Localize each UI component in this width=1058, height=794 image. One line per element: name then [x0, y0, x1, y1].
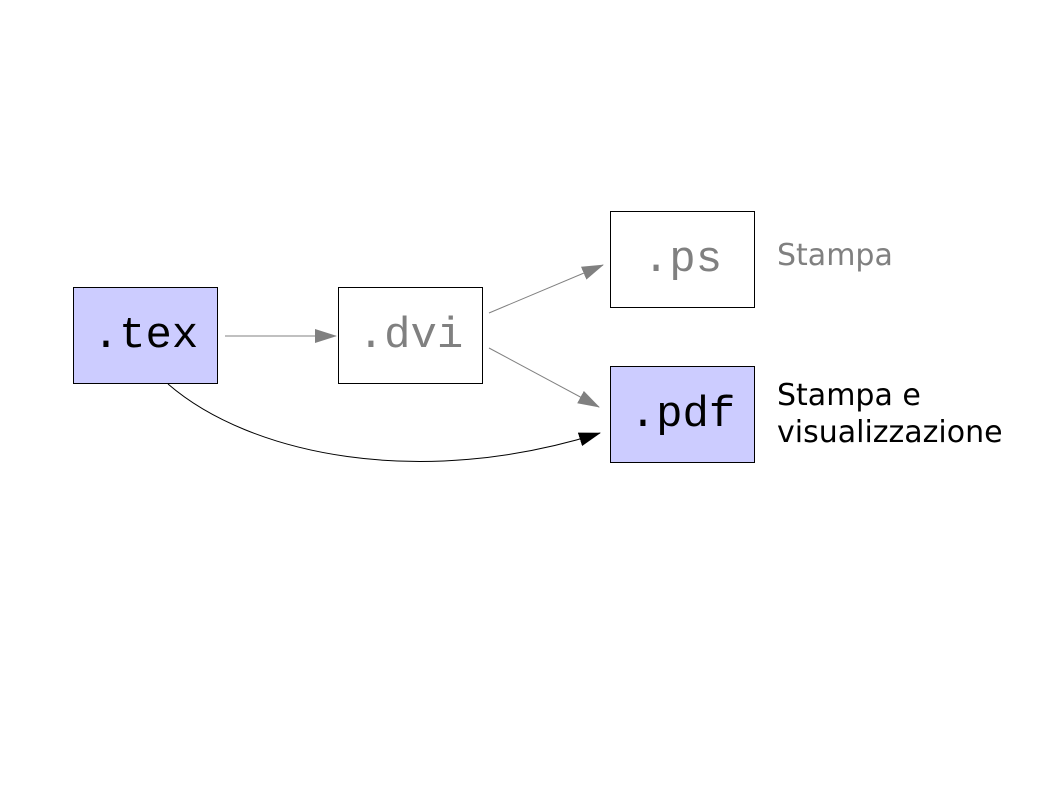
node-tex-label: .tex	[92, 310, 199, 361]
node-tex: .tex	[73, 287, 218, 384]
edge-tex-to-pdf	[167, 383, 601, 462]
caption-pdf-line2: visualizzazione	[777, 415, 1003, 450]
node-ps: .ps	[610, 211, 755, 308]
edge-dvi-to-ps	[488, 264, 604, 314]
caption-pdf-line1: Stampa e	[777, 378, 921, 413]
caption-ps-text: Stampa	[777, 238, 893, 273]
node-pdf: .pdf	[610, 366, 755, 463]
node-pdf-label: .pdf	[629, 389, 736, 440]
caption-ps: Stampa	[777, 237, 893, 274]
node-dvi: .dvi	[338, 287, 483, 384]
edge-dvi-to-pdf	[488, 347, 600, 408]
node-dvi-label: .dvi	[357, 310, 464, 361]
node-ps-label: .ps	[642, 234, 723, 285]
caption-pdf: Stampa e visualizzazione	[777, 377, 1003, 451]
